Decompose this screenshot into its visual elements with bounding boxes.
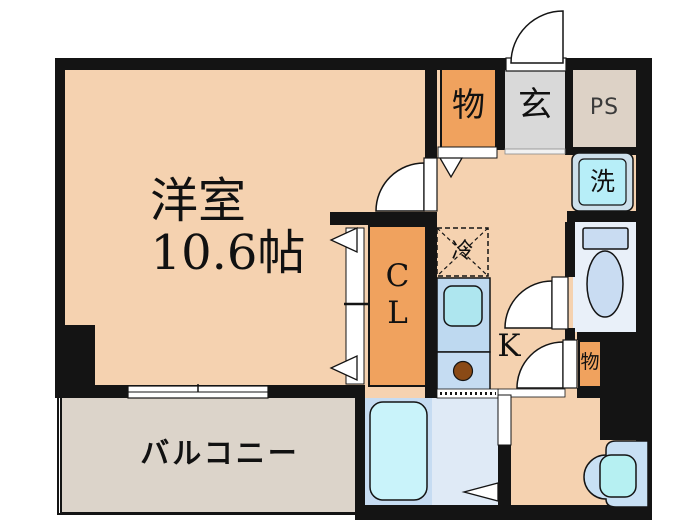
entrance-door-arc: [510, 10, 564, 64]
entrance-label: 玄: [518, 85, 552, 125]
hall-door-leaf: [423, 157, 438, 212]
bath-door-strip: [497, 394, 512, 446]
bathtub: [369, 401, 428, 501]
wall-below-laundry: [567, 211, 648, 222]
storage-small-label: 物: [580, 351, 600, 373]
storage-door-strip: [437, 146, 498, 159]
wall-below-ps: [565, 147, 648, 155]
kitchen-stove: [436, 351, 491, 391]
wall-room-divider: [425, 70, 437, 158]
pipe-space-area: [573, 70, 636, 147]
closet-door-marker-bottom: [329, 354, 358, 382]
storage-small-area: [578, 340, 602, 388]
refrigerator-outline: [436, 227, 489, 277]
laundry-label: 洗: [589, 167, 615, 196]
toilet-tank: [582, 227, 629, 250]
refrigerator-cross-2: [436, 227, 489, 277]
toilet-bowl: [586, 250, 624, 318]
wall-bottom: [355, 505, 652, 520]
wall-toilet-lower: [565, 328, 575, 340]
wall-closet-kitchen: [425, 225, 437, 398]
wall-right-duct: [602, 332, 648, 438]
wall-entrance-ps: [565, 58, 573, 150]
closet-label-c: C: [385, 258, 410, 294]
wall-bath-washroom: [498, 445, 511, 507]
wall-above-closet: [330, 212, 437, 225]
bath-door-marker: [461, 482, 499, 502]
closet-label-l: L: [387, 294, 408, 331]
closet-door-strip: [345, 227, 365, 385]
wall-toilet-upper: [565, 222, 575, 277]
wall-washroom-top: [577, 388, 600, 398]
kitchen-bath-partition: [436, 388, 499, 399]
kitchen-label: K: [497, 328, 521, 364]
hall-door-arc: [375, 162, 425, 212]
kitchen-sink: [443, 285, 483, 327]
storage-top-label: 物: [452, 85, 485, 124]
closet-door-marker-top: [329, 226, 358, 254]
storage-door-marker: [438, 157, 464, 179]
stove-burner: [452, 360, 474, 382]
refrigerator-label: 冷: [451, 239, 474, 264]
pipe-space-label: PS: [589, 95, 620, 120]
toilet-door-arc: [504, 280, 553, 329]
balcony-rail: [57, 398, 358, 515]
main-room-size: 10.6帖: [150, 225, 306, 281]
washroom-door-leaf: [562, 339, 578, 389]
washroom-door-arc: [516, 341, 564, 389]
laundry-pan-inner: [578, 158, 627, 206]
wall-left: [55, 58, 65, 398]
washbasin-bowl: [599, 454, 637, 498]
balcony-label: バルコニー: [140, 436, 300, 470]
main-room-name: 洋室: [149, 173, 246, 229]
entrance-step: [504, 148, 566, 155]
wall-bath-left: [355, 385, 365, 520]
toilet-door-leaf: [551, 276, 569, 330]
wall-storage-entrance: [497, 58, 505, 150]
entrance-area: [505, 70, 565, 150]
